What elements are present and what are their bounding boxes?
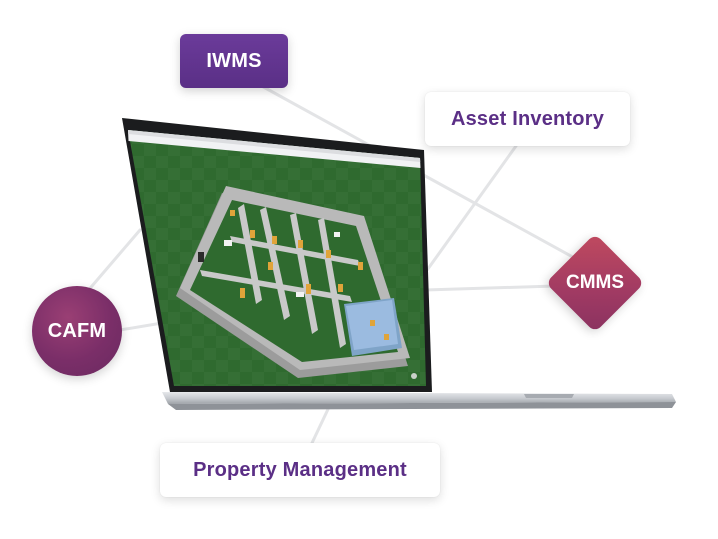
screen-corner-icon bbox=[411, 373, 417, 379]
cmms-label: CMMS bbox=[565, 272, 625, 293]
connector-iwms-cmms bbox=[256, 82, 602, 274]
cafm-label: CAFM bbox=[32, 286, 122, 376]
laptop-base bbox=[162, 392, 676, 404]
connector-cmms-laptop bbox=[423, 284, 557, 292]
laptop-notch bbox=[524, 394, 574, 398]
iwms-label: IWMS bbox=[180, 34, 288, 88]
connector-property-laptop bbox=[310, 403, 332, 445]
cmms-badge: CMMS bbox=[545, 233, 645, 333]
floorplan-3d-icon bbox=[176, 186, 410, 378]
connector-asset-laptop bbox=[418, 144, 518, 282]
asset-inventory-label: Asset Inventory bbox=[425, 92, 630, 146]
laptop-base-edge bbox=[168, 402, 676, 410]
property-management-label: Property Management bbox=[160, 443, 440, 497]
